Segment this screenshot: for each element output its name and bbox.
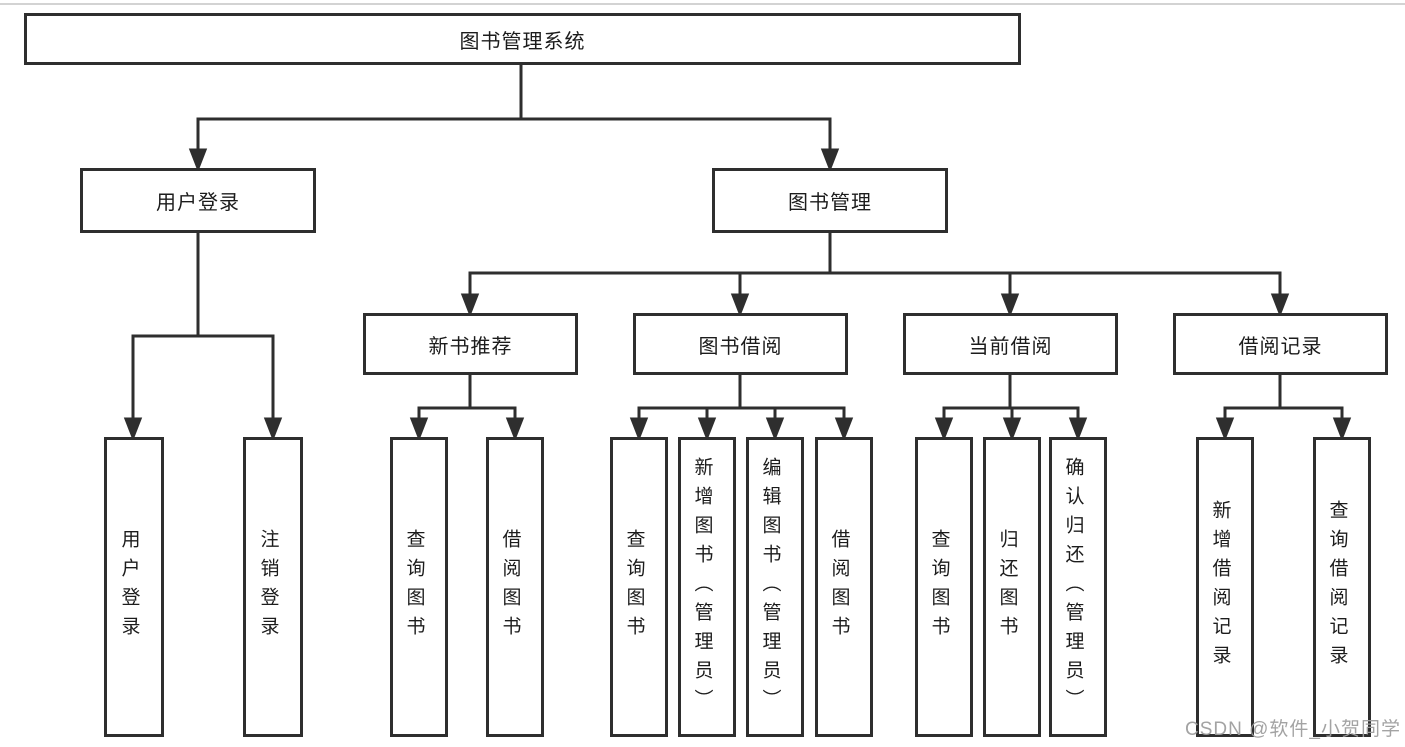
leaf-user-login: 用户登录	[104, 437, 164, 737]
leaf-borrow-books-borrowing-label: 借阅图书	[828, 529, 850, 645]
node-user-login: 用户登录	[80, 168, 316, 233]
node-library-system-label: 图书管理系统	[459, 30, 586, 53]
leaf-query-books-current-label: 查询图书	[928, 529, 950, 645]
leaf-return-books-label: 归还图书	[996, 529, 1018, 645]
leaf-query-books-recommend: 查询图书	[390, 437, 448, 737]
node-current-borrowing-label: 当前借阅	[968, 335, 1053, 358]
leaf-return-books: 归还图书	[983, 437, 1041, 737]
leaf-add-borrow-record: 新增借阅记录	[1196, 437, 1254, 737]
node-borrowing-records-label: 借阅记录	[1238, 335, 1323, 358]
leaf-borrow-books-recommend: 借阅图书	[486, 437, 544, 737]
node-new-book-recommendation: 新书推荐	[363, 313, 578, 375]
watermark-text: CSDN @软件_小贺同学	[1185, 719, 1401, 740]
page-top-divider	[0, 3, 1405, 5]
node-book-management-label: 图书管理	[788, 192, 872, 214]
leaf-query-books-recommend-label: 查询图书	[403, 529, 425, 645]
leaf-confirm-return-admin-label: 确认归还（管理员）	[1062, 456, 1084, 718]
node-library-system: 图书管理系统	[24, 13, 1021, 65]
node-new-book-recommendation-label: 新书推荐	[428, 335, 513, 358]
node-current-borrowing: 当前借阅	[903, 313, 1118, 375]
leaf-user-login-label: 用户登录	[118, 529, 140, 645]
leaf-query-books-current: 查询图书	[915, 437, 973, 737]
leaf-query-books-borrowing: 查询图书	[610, 437, 668, 737]
leaf-add-book-admin-label: 新增图书（管理员）	[691, 456, 713, 718]
leaf-query-borrow-record-label: 查询借阅记录	[1326, 500, 1348, 674]
leaf-edit-book-admin-label: 编辑图书（管理员）	[759, 456, 781, 718]
node-borrowing-records: 借阅记录	[1173, 313, 1388, 375]
leaf-confirm-return-admin: 确认归还（管理员）	[1049, 437, 1107, 737]
leaf-add-book-admin: 新增图书（管理员）	[678, 437, 736, 737]
node-user-login-label: 用户登录	[156, 192, 240, 214]
leaf-borrow-books-recommend-label: 借阅图书	[499, 529, 521, 645]
leaf-query-books-borrowing-label: 查询图书	[623, 529, 645, 645]
leaf-borrow-books-borrowing: 借阅图书	[815, 437, 873, 737]
node-book-management: 图书管理	[712, 168, 948, 233]
leaf-logout: 注销登录	[243, 437, 303, 737]
leaf-query-borrow-record: 查询借阅记录	[1313, 437, 1371, 737]
leaf-edit-book-admin: 编辑图书（管理员）	[746, 437, 804, 737]
leaf-logout-label: 注销登录	[257, 529, 279, 645]
connector-group	[123, 62, 1352, 442]
leaf-add-borrow-record-label: 新增借阅记录	[1209, 500, 1231, 674]
node-book-borrowing: 图书借阅	[633, 313, 848, 375]
node-book-borrowing-label: 图书借阅	[698, 335, 783, 358]
